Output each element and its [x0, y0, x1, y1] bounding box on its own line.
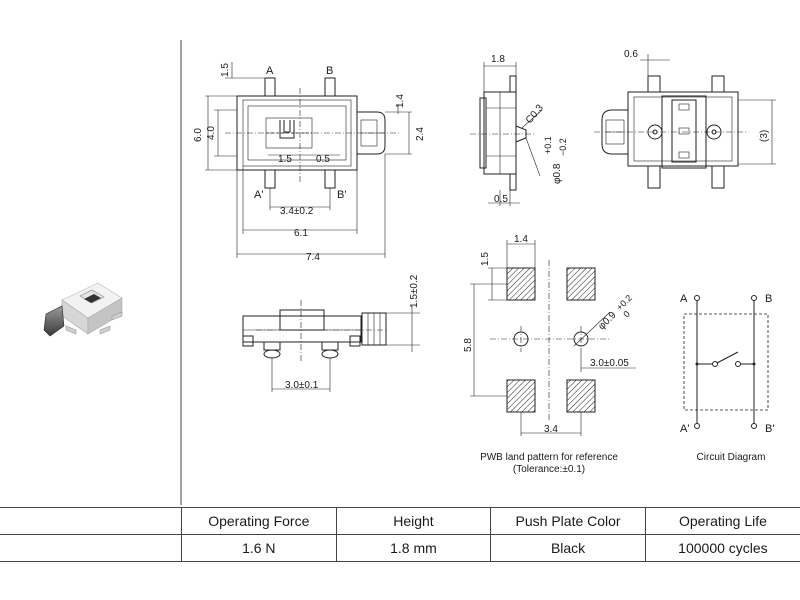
terminal-label-a: A [266, 65, 274, 77]
dim-land-tol-zero: 0 [621, 309, 632, 320]
spec-header-push-plate-color: Push Plate Color [490, 507, 646, 535]
bottom-view-drawing: 0.6 (3) [594, 49, 776, 189]
side-view-drawing: 1.8 C0.3 φ0.8 +0.1 −0.2 0.5 [470, 54, 568, 206]
circuit-diagram-caption: Circuit Diagram [697, 452, 766, 463]
dim-bottom-3: (3) [759, 130, 770, 142]
slide-switch-product-photo [43, 282, 123, 337]
dim-land-1-4: 1.4 [514, 234, 528, 245]
dim-land-5-8: 5.8 [463, 338, 474, 352]
dim-land-3-4: 3.4 [544, 424, 558, 435]
dim-land-3-0: 3.0±0.05 [590, 358, 629, 369]
dim-side-diameter: φ0.8 [552, 163, 563, 184]
spec-header-row: Operating Force Height Push Plate Color … [0, 507, 800, 535]
dim-land-hole: φ0.9 [596, 310, 619, 333]
circuit-terminal-a: A [680, 293, 688, 305]
dim-top-1-5-b: 1.5 [278, 154, 292, 165]
dim-side-chamfer: C0.3 [524, 102, 546, 126]
spec-header-blank-cell [0, 507, 182, 535]
dim-top-1-4: 1.4 [395, 94, 406, 108]
land-pattern-drawing: 1.4 1.5 5.8 φ0.9 +0.2 0 3.0±0.05 3.4 PWB… [463, 234, 636, 475]
spec-value-push-plate-color: Black [490, 534, 646, 562]
dim-land-1-5: 1.5 [480, 252, 491, 266]
dim-side-1-8: 1.8 [491, 54, 505, 65]
spec-value-blank-cell [0, 534, 182, 562]
spec-value-row: 1.6 N 1.8 mm Black 100000 cycles [0, 534, 800, 562]
dim-top-2-4: 2.4 [415, 127, 426, 141]
circuit-terminal-b: B [765, 293, 772, 305]
dim-top-3-4: 3.4±0.2 [280, 206, 314, 217]
front-view-drawing: 1.5±0.2 3.0±0.1 [242, 274, 420, 392]
spec-header-height: Height [335, 507, 491, 535]
dim-top-7-4: 7.4 [306, 252, 320, 263]
dim-front-3-0: 3.0±0.1 [285, 380, 319, 391]
spec-header-operating-force: Operating Force [181, 507, 337, 535]
circuit-terminal-b-prime: B' [765, 423, 774, 435]
spec-value-operating-force: 1.6 N [181, 534, 337, 562]
dim-top-1-5-a: 1.5 [220, 63, 231, 77]
dim-top-6-0: 6.0 [193, 128, 204, 142]
dim-top-6-1: 6.1 [294, 228, 308, 239]
circuit-diagram: A B A' B' Circuit Diagram [680, 293, 774, 463]
technical-drawing: 1.5 6.0 4.0 1.4 2.4 1.5 0.5 3.4±0.2 6.1 … [43, 40, 776, 505]
terminal-label-b: B [326, 65, 333, 77]
spec-table: Operating Force Height Push Plate Color … [0, 507, 800, 562]
dim-top-0-5: 0.5 [316, 154, 330, 165]
dim-side-tol-plus: +0.1 [543, 136, 553, 154]
circuit-terminal-a-prime: A' [680, 423, 689, 435]
land-pattern-caption: PWB land pattern for reference [480, 452, 618, 463]
terminal-label-b-prime: B' [337, 189, 346, 201]
land-pattern-tolerance: (Tolerance:±0.1) [513, 464, 585, 475]
dim-top-4-0: 4.0 [206, 126, 217, 140]
spec-value-operating-life: 100000 cycles [644, 534, 800, 562]
spec-value-height: 1.8 mm [335, 534, 491, 562]
dim-side-tol-minus: −0.2 [558, 138, 568, 156]
dim-side-0-5: 0.5 [494, 194, 508, 205]
terminal-label-a-prime: A' [254, 189, 263, 201]
dim-bottom-0-6: 0.6 [624, 49, 638, 60]
top-view-drawing: 1.5 6.0 4.0 1.4 2.4 1.5 0.5 3.4±0.2 6.1 … [193, 62, 426, 263]
spec-header-operating-life: Operating Life [644, 507, 800, 535]
dim-front-height: 1.5±0.2 [409, 274, 420, 308]
